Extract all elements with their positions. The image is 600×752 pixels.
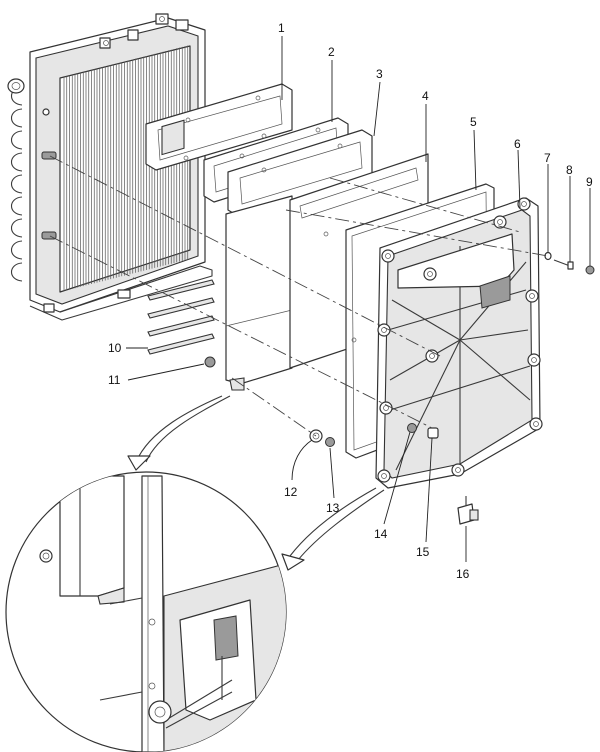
strips-part-10 <box>147 279 215 355</box>
callout-5: 5 <box>470 115 477 129</box>
callout-labels: 1 2 3 4 5 6 7 8 9 10 11 12 13 14 15 16 <box>108 21 593 581</box>
electrode-part-16 <box>457 496 479 525</box>
washer-part-13 <box>325 437 335 447</box>
callout-11: 11 <box>108 373 121 387</box>
callout-6: 6 <box>514 137 521 151</box>
callout-16: 16 <box>456 567 470 581</box>
callout-10: 10 <box>108 341 122 355</box>
screw-part-15 <box>427 427 439 439</box>
callout-12: 12 <box>284 485 298 499</box>
callout-3: 3 <box>376 67 383 81</box>
heat-exchanger <box>7 13 213 321</box>
callout-14: 14 <box>374 527 388 541</box>
detail-magnifier <box>5 471 287 752</box>
nut-part-11 <box>204 356 216 368</box>
washer-part-14 <box>407 423 417 433</box>
detail-arrows <box>127 395 385 571</box>
callout-13: 13 <box>326 501 340 515</box>
insulation-panel <box>225 195 293 391</box>
callout-1: 1 <box>278 21 285 35</box>
callout-8: 8 <box>566 163 573 177</box>
cover-bosses <box>377 197 543 483</box>
alignment-lines <box>49 155 549 437</box>
callout-15: 15 <box>416 545 430 559</box>
side-bulges <box>10 86 23 282</box>
nut-part-9 <box>585 265 595 275</box>
callout-7: 7 <box>544 151 551 165</box>
callout-2: 2 <box>328 45 335 59</box>
screw-part-7 <box>544 251 552 261</box>
cover-plate-part-6 <box>375 197 543 489</box>
callout-4: 4 <box>422 89 429 103</box>
bolt-part-8 <box>553 259 574 270</box>
leader-lines <box>126 36 591 562</box>
callout-9: 9 <box>586 175 593 189</box>
